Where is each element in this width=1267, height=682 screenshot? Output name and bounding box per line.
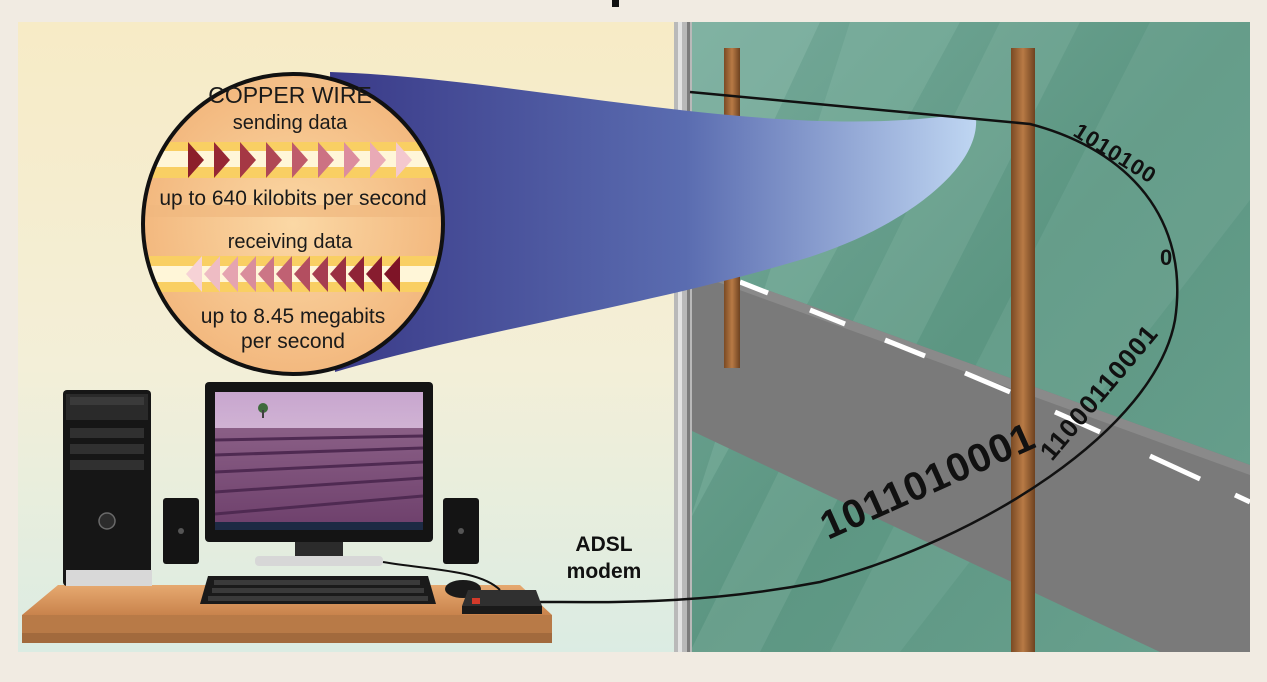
utility-pole-near <box>1011 48 1035 652</box>
receiving-data-label: receiving data <box>228 231 353 253</box>
sending-rate: up to 640 kilobits per second <box>159 187 426 210</box>
left-speaker <box>163 498 199 564</box>
outdoor-scene <box>690 22 1250 652</box>
sending-data-label: sending data <box>233 112 348 134</box>
callout-title: COPPER WIRE <box>208 82 372 108</box>
pc-tower <box>63 390 152 586</box>
top-title-fragment <box>612 0 619 7</box>
monitor-cable <box>382 561 501 591</box>
copper-wire-magnifier: COPPER WIRE sending data up to 640 kilob… <box>141 72 445 376</box>
road <box>690 262 1250 652</box>
keyboard <box>200 576 436 604</box>
adsl-modem <box>462 590 542 614</box>
modem-label-line2: modem <box>567 560 642 583</box>
modem-label-line1: ADSL <box>575 533 632 556</box>
road-dashes <box>739 279 1250 505</box>
binary-upper-tail: 0 <box>1160 245 1172 270</box>
callout-beam <box>330 72 977 372</box>
right-speaker <box>443 498 479 564</box>
receiving-arrows <box>186 256 400 292</box>
receiving-rate-line1: up to 8.45 megabits <box>201 305 385 328</box>
monitor <box>205 382 433 566</box>
copper-wire <box>539 90 1179 604</box>
sending-arrows <box>188 142 412 178</box>
receiving-rate-line2: per second <box>241 330 345 353</box>
